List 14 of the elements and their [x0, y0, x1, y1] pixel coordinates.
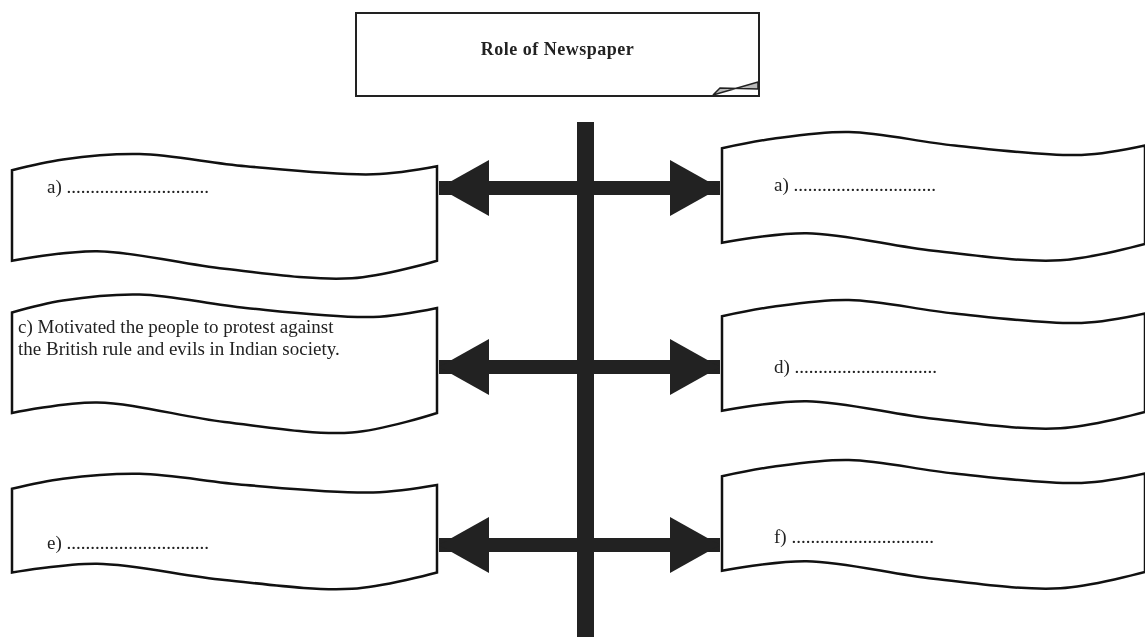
arrow: [439, 160, 577, 216]
title-text: Role of Newspaper: [479, 39, 636, 60]
banner-text: f) ..............................: [774, 526, 935, 548]
title-box: [355, 12, 760, 97]
banner-text: c) Motivated the people to protest against the British rule and evils in Indian society.: [18, 316, 341, 360]
banner-text: d) ..............................: [774, 356, 939, 378]
banner-text: a) ..............................: [774, 174, 937, 196]
arrow: [439, 517, 577, 573]
arrow: [594, 339, 720, 395]
banner-text: a) ..............................: [47, 176, 210, 198]
arrow: [594, 160, 720, 216]
banner-text: e) ..............................: [47, 532, 210, 554]
arrow: [439, 339, 577, 395]
arrow: [594, 517, 720, 573]
